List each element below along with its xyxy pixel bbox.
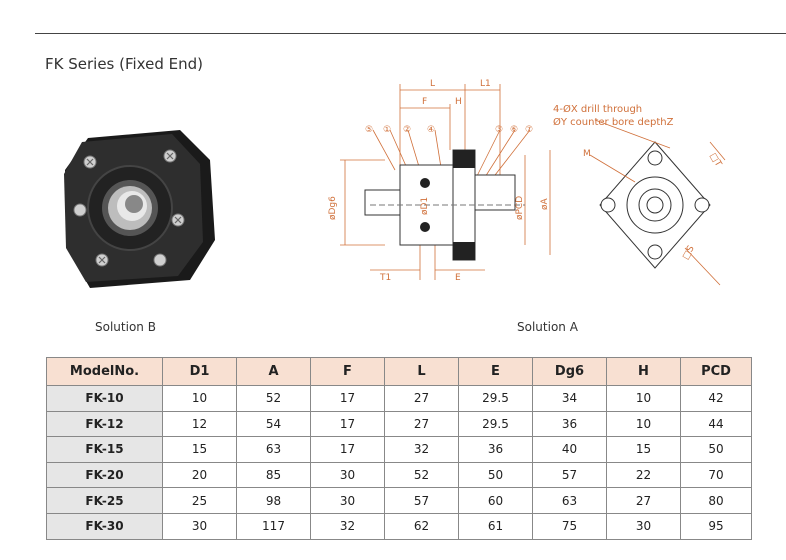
top-rule <box>35 33 786 34</box>
cell: 30 <box>310 487 385 514</box>
dim-T1: T1 <box>379 273 391 283</box>
dim-PCD: øPCD <box>515 196 525 220</box>
page-title: FK Series (Fixed End) <box>45 55 203 73</box>
cell: 50 <box>680 436 752 463</box>
drill-note-line2: ØY counter bore depthZ <box>553 116 674 128</box>
header-h: H <box>606 357 681 386</box>
cell: 29.5 <box>458 385 533 412</box>
cell: 44 <box>680 410 752 438</box>
cell: 40 <box>532 436 607 463</box>
header-d1: D1 <box>162 357 237 386</box>
cell: 70 <box>680 461 752 489</box>
spec-table: ModelNo. D1 A F L E Dg6 H PCD FK-10 10 5… <box>46 357 752 540</box>
cell: 15 <box>606 436 681 463</box>
cell: 36 <box>532 410 607 438</box>
dim-S: □S <box>681 244 697 262</box>
drill-note-line1: 4-ØX drill through <box>553 103 642 115</box>
header-l: L <box>384 357 459 386</box>
cell: 27 <box>606 487 681 514</box>
table-row: FK-10 10 52 17 27 29.5 34 10 42 <box>46 385 752 412</box>
cell: 85 <box>236 461 311 489</box>
cell: 52 <box>236 385 311 412</box>
cell: 98 <box>236 487 311 514</box>
callout-3: ③ <box>495 125 503 135</box>
callout-6: ⑥ <box>510 125 518 135</box>
header-dg6: Dg6 <box>532 357 607 386</box>
dim-H: H <box>455 97 462 107</box>
cell: 10 <box>606 385 681 412</box>
dim-T: □T <box>707 152 723 170</box>
cell: 17 <box>310 410 385 438</box>
cell-model: FK-30 <box>46 512 163 540</box>
cell: 62 <box>384 512 459 540</box>
cell: 20 <box>162 461 237 489</box>
cell: 42 <box>680 385 752 412</box>
cell: 22 <box>606 461 681 489</box>
cell: 63 <box>532 487 607 514</box>
cell: 61 <box>458 512 533 540</box>
table-header-row: ModelNo. D1 A F L E Dg6 H PCD <box>46 357 752 386</box>
dim-A: øA <box>540 197 550 210</box>
cell: 95 <box>680 512 752 540</box>
table-row: FK-12 12 54 17 27 29.5 36 10 44 <box>46 410 752 438</box>
cell: 30 <box>162 512 237 540</box>
table-row: FK-15 15 63 17 32 36 40 15 50 <box>46 436 752 463</box>
header-f: F <box>310 357 385 386</box>
table-row: FK-25 25 98 30 57 60 63 27 80 <box>46 487 752 514</box>
cell: 32 <box>310 512 385 540</box>
caption-solution-b: Solution B <box>95 320 156 334</box>
cell-model: FK-10 <box>46 385 163 412</box>
cell-model: FK-15 <box>46 436 163 463</box>
dim-D1: øD1 <box>420 197 430 215</box>
dim-L1: L1 <box>480 79 491 89</box>
dim-Dg6: øDg6 <box>328 196 338 220</box>
table-row: FK-30 30 117 32 62 61 75 30 95 <box>46 512 752 540</box>
cell: 80 <box>680 487 752 514</box>
cell: 30 <box>606 512 681 540</box>
cell: 29.5 <box>458 410 533 438</box>
callout-1: ① <box>383 125 391 135</box>
cell: 57 <box>532 461 607 489</box>
cell: 36 <box>458 436 533 463</box>
dim-M: M <box>583 149 591 159</box>
cell: 57 <box>384 487 459 514</box>
dim-E: E <box>455 273 461 283</box>
cell: 17 <box>310 385 385 412</box>
cell: 50 <box>458 461 533 489</box>
cell: 63 <box>236 436 311 463</box>
caption-solution-a: Solution A <box>517 320 578 334</box>
callout-5: ⑤ <box>365 125 373 135</box>
table-row: FK-20 20 85 30 52 50 57 22 70 <box>46 461 752 489</box>
cell: 10 <box>606 410 681 438</box>
cell-model: FK-25 <box>46 487 163 514</box>
dim-L: L <box>430 79 435 89</box>
cell: 27 <box>384 385 459 412</box>
cell: 54 <box>236 410 311 438</box>
cell: 52 <box>384 461 459 489</box>
cell-model: FK-20 <box>46 461 163 489</box>
header-a: A <box>236 357 311 386</box>
callout-2: ② <box>403 125 411 135</box>
cell: 12 <box>162 410 237 438</box>
cell-model: FK-12 <box>46 410 163 438</box>
cell: 30 <box>310 461 385 489</box>
cell: 117 <box>236 512 311 540</box>
cell: 15 <box>162 436 237 463</box>
header-model: ModelNo. <box>46 357 163 386</box>
cell: 17 <box>310 436 385 463</box>
dim-F: F <box>422 97 427 107</box>
product-photo <box>64 130 215 288</box>
header-e: E <box>458 357 533 386</box>
cell: 10 <box>162 385 237 412</box>
cell: 25 <box>162 487 237 514</box>
cell: 27 <box>384 410 459 438</box>
header-pcd: PCD <box>680 357 752 386</box>
callout-4: ④ <box>427 125 435 135</box>
technical-drawing: L L1 F H T1 E øDg6 øD1 øPCD øA □T □S M ⑤… <box>328 79 726 286</box>
cell: 60 <box>458 487 533 514</box>
cell: 75 <box>532 512 607 540</box>
cell: 32 <box>384 436 459 463</box>
callout-7: ⑦ <box>525 125 533 135</box>
cell: 34 <box>532 385 607 412</box>
